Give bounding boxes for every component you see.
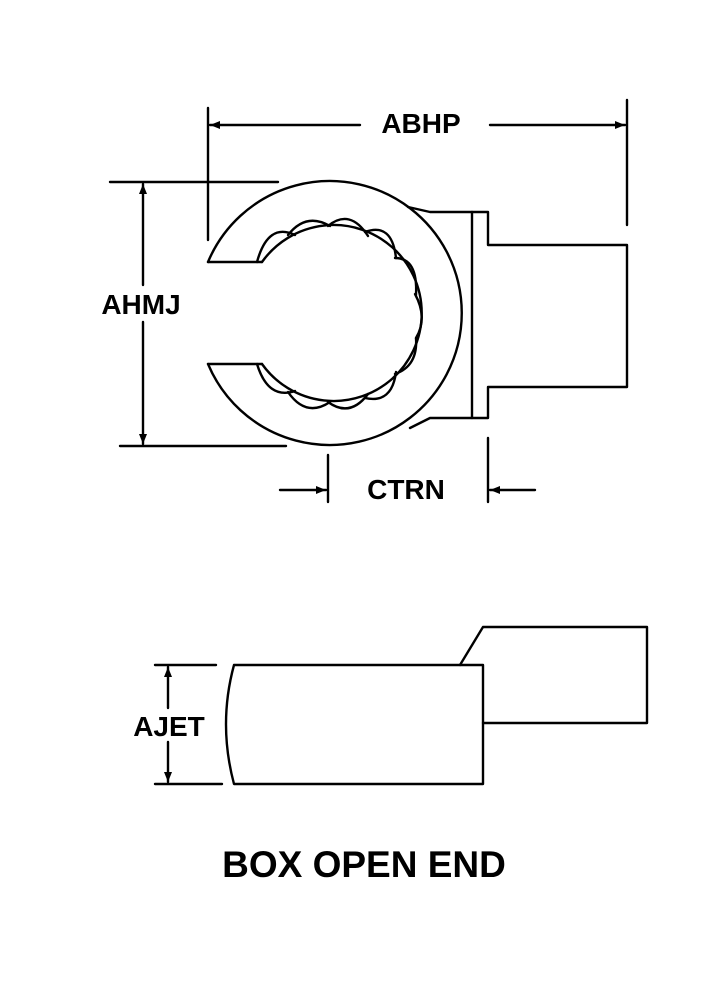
ring-outer-outline [206, 179, 463, 447]
wrench-head-top-view [206, 179, 629, 447]
side-head-body [224, 663, 485, 786]
label-ahmj: AHMJ [101, 289, 180, 320]
label-ajet: AJET [133, 711, 205, 742]
ring-inner-outline [260, 223, 423, 403]
wrench-side-view [224, 625, 649, 786]
label-ctrn: CTRN [367, 474, 445, 505]
dimension-abhp [206, 98, 629, 242]
socket-scallops [255, 217, 423, 410]
dimension-ajet [153, 663, 224, 786]
side-shank [458, 625, 649, 725]
head-neck [406, 205, 474, 430]
dimension-ctrn [278, 436, 537, 504]
label-abhp: ABHP [381, 108, 460, 139]
dimension-ahmj [108, 180, 288, 448]
shank-outline [470, 210, 629, 420]
diagram-caption: BOX OPEN END [222, 844, 506, 885]
